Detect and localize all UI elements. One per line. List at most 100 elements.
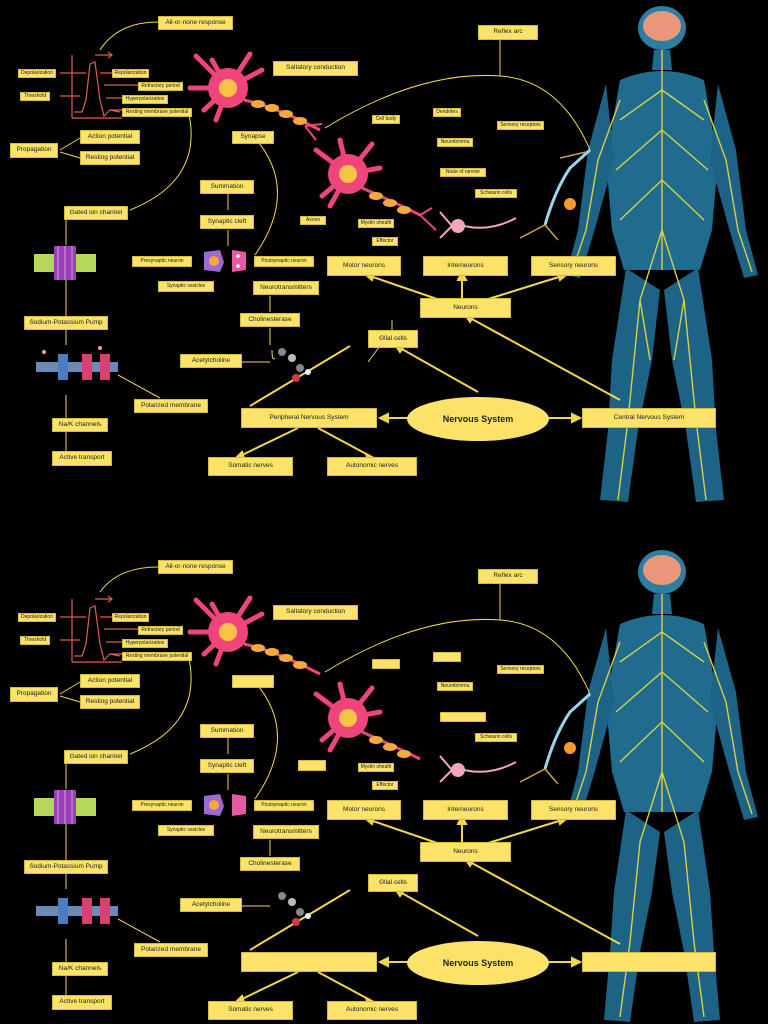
blank-label-box: [241, 952, 377, 972]
connector-lines: [59, 21, 591, 451]
acetylcholine-label: Acetylcholine: [180, 898, 242, 912]
human-body-figure: [566, 6, 758, 502]
somatic-nerves-label: Somatic nerves: [208, 1001, 293, 1020]
resting-potential-label: Resting potential: [80, 151, 140, 165]
glial-cells-label: Glial cells: [368, 330, 418, 348]
effector-label: Effector: [372, 781, 398, 790]
acetylcholine-molecule-illustration: [278, 348, 311, 382]
sodium-potassium-pump-label: Sodium-Potassium Pump: [24, 860, 108, 874]
connector-lines: [59, 566, 591, 995]
neurolemma-label: Neurolemma: [437, 138, 473, 147]
ion-channel-illustration: [34, 246, 96, 280]
presynaptic-neuron-label: Presynaptic neuron: [132, 800, 192, 811]
schwann-cells-label: Schwann cells: [475, 733, 517, 742]
neurotransmitters-label: Neurotransmitters: [253, 281, 319, 295]
postsynaptic-neuron-label: Postsynaptic neuron: [254, 800, 314, 811]
synapse-illustration: [204, 794, 246, 816]
gated-ion-channel-label: Gated ion channel: [64, 750, 128, 764]
summation-label: Summation: [200, 724, 254, 738]
postsynaptic-neuron-label: Postsynaptic neuron: [254, 256, 314, 267]
threshold-label: Threshold: [20, 92, 50, 101]
hyperpolarization-label: Hyperpolarization: [122, 639, 168, 648]
blank-label-box: [372, 659, 400, 669]
sensory-receptors-label: Sensory receptors: [497, 121, 544, 130]
ion-channel-illustration: [34, 790, 96, 824]
neurons-label: Neurons: [420, 298, 511, 318]
motor-neurons-label: Motor neurons: [327, 800, 401, 820]
neurotransmitters-label: Neurotransmitters: [253, 825, 319, 839]
dendrites-label: Dendrites: [433, 108, 461, 117]
motor-neurons-label: Motor neurons: [327, 256, 401, 276]
threshold-label: Threshold: [20, 636, 50, 645]
saltatory-conduction-label: Saltatory conduction: [273, 61, 358, 76]
all-or-none-label: All-or-none response: [158, 16, 233, 30]
blank-label-box: [582, 952, 716, 972]
na-k-channels-label: Na/K channels: [52, 418, 108, 432]
effector-label: Effector: [372, 237, 398, 246]
autonomic-nerves-label: Autonomic nerves: [327, 457, 417, 476]
myelin-sheath-label: Myelin sheath: [358, 763, 394, 772]
resting-membrane-label: Resting membrane potential: [122, 108, 192, 117]
acetylcholine-molecule-illustration: [278, 892, 311, 926]
polarized-membrane-label: Polarized membrane: [134, 943, 208, 957]
synaptic-vesicles-label: Synaptic vesicles: [158, 281, 214, 292]
sodium-potassium-pump-illustration: [36, 898, 118, 924]
reflex-nerve-illustration: [519, 148, 592, 241]
cell-body-label: Cell body: [372, 115, 400, 124]
refractory-period-label: Refractory period: [138, 626, 183, 635]
synapse-illustration: [204, 250, 246, 272]
diagram-artwork: [34, 6, 758, 502]
panel-top: All-or-none response Depolarization Repo…: [10, 6, 758, 502]
polarized-membrane-label: Polarized membrane: [134, 399, 208, 413]
synaptic-vesicles-label: Synaptic vesicles: [158, 825, 214, 836]
action-potential-label: Action potential: [80, 674, 140, 688]
hyperpolarization-label: Hyperpolarization: [122, 95, 168, 104]
autonomic-nerves-label: Autonomic nerves: [327, 1001, 417, 1020]
synapse-label: Synapse: [232, 131, 274, 144]
sodium-potassium-pump-label: Sodium-Potassium Pump: [24, 316, 108, 330]
peripheral-nervous-system-label: Peripheral Nervous System: [241, 408, 377, 428]
reflex-nerve-illustration: [519, 692, 592, 785]
motor-neuron-illustration: [187, 595, 321, 676]
sensory-neurons-label: Sensory neurons: [531, 800, 616, 820]
myelin-sheath-label: Myelin sheath: [358, 219, 394, 228]
panel-bottom: All-or-none response Depolarization Repo…: [0, 512, 768, 1024]
active-transport-label: Active transport: [52, 451, 112, 466]
refractory-period-label: Refractory period: [138, 82, 183, 91]
resting-membrane-label: Resting membrane potential: [122, 652, 192, 661]
repolarization-label: Repolarization: [112, 613, 149, 622]
presynaptic-neuron-label: Presynaptic neuron: [132, 256, 192, 267]
sodium-potassium-pump-illustration: [36, 346, 118, 380]
propagation-label: Propagation: [10, 143, 58, 158]
active-transport-label: Active transport: [52, 995, 112, 1010]
blank-label-box: [433, 652, 461, 662]
axons-label: Axons: [300, 216, 326, 225]
nervous-system-oval: Nervous System: [407, 397, 549, 441]
blank-label-box: [232, 675, 274, 688]
motor-neuron-illustration: [187, 51, 323, 141]
somatic-nerves-label: Somatic nerves: [208, 457, 293, 476]
sensory-neuron-illustration: [313, 137, 517, 239]
depolarization-label: Depolarization: [18, 613, 56, 622]
blank-label-box: [298, 760, 326, 771]
reflex-arc-label: Reflex arc: [478, 25, 538, 40]
saltatory-conduction-label: Saltatory conduction: [273, 605, 358, 620]
interneurons-label: Interneurons: [423, 256, 508, 276]
depolarization-label: Depolarization: [18, 69, 56, 78]
cholinesterase-label: Cholinesterase: [240, 857, 300, 871]
na-k-channels-label: Na/K channels: [52, 962, 108, 976]
synaptic-cleft-label: Synaptic cleft: [200, 215, 254, 229]
cholinesterase-label: Cholinesterase: [240, 313, 300, 327]
glial-cells-label: Glial cells: [368, 874, 418, 892]
neurolemma-label: Neurolemma: [437, 682, 473, 691]
sensory-receptors-label: Sensory receptors: [497, 665, 544, 674]
propagation-label: Propagation: [10, 687, 58, 702]
neurons-label: Neurons: [420, 842, 511, 862]
action-potential-label: Action potential: [80, 130, 140, 144]
interneurons-label: Interneurons: [423, 800, 508, 820]
reflex-arc-label: Reflex arc: [478, 569, 538, 584]
gated-ion-channel-label: Gated ion channel: [64, 206, 128, 220]
schwann-cells-label: Schwann cells: [475, 189, 517, 198]
synaptic-cleft-label: Synaptic cleft: [200, 759, 254, 773]
resting-potential-label: Resting potential: [80, 695, 140, 709]
